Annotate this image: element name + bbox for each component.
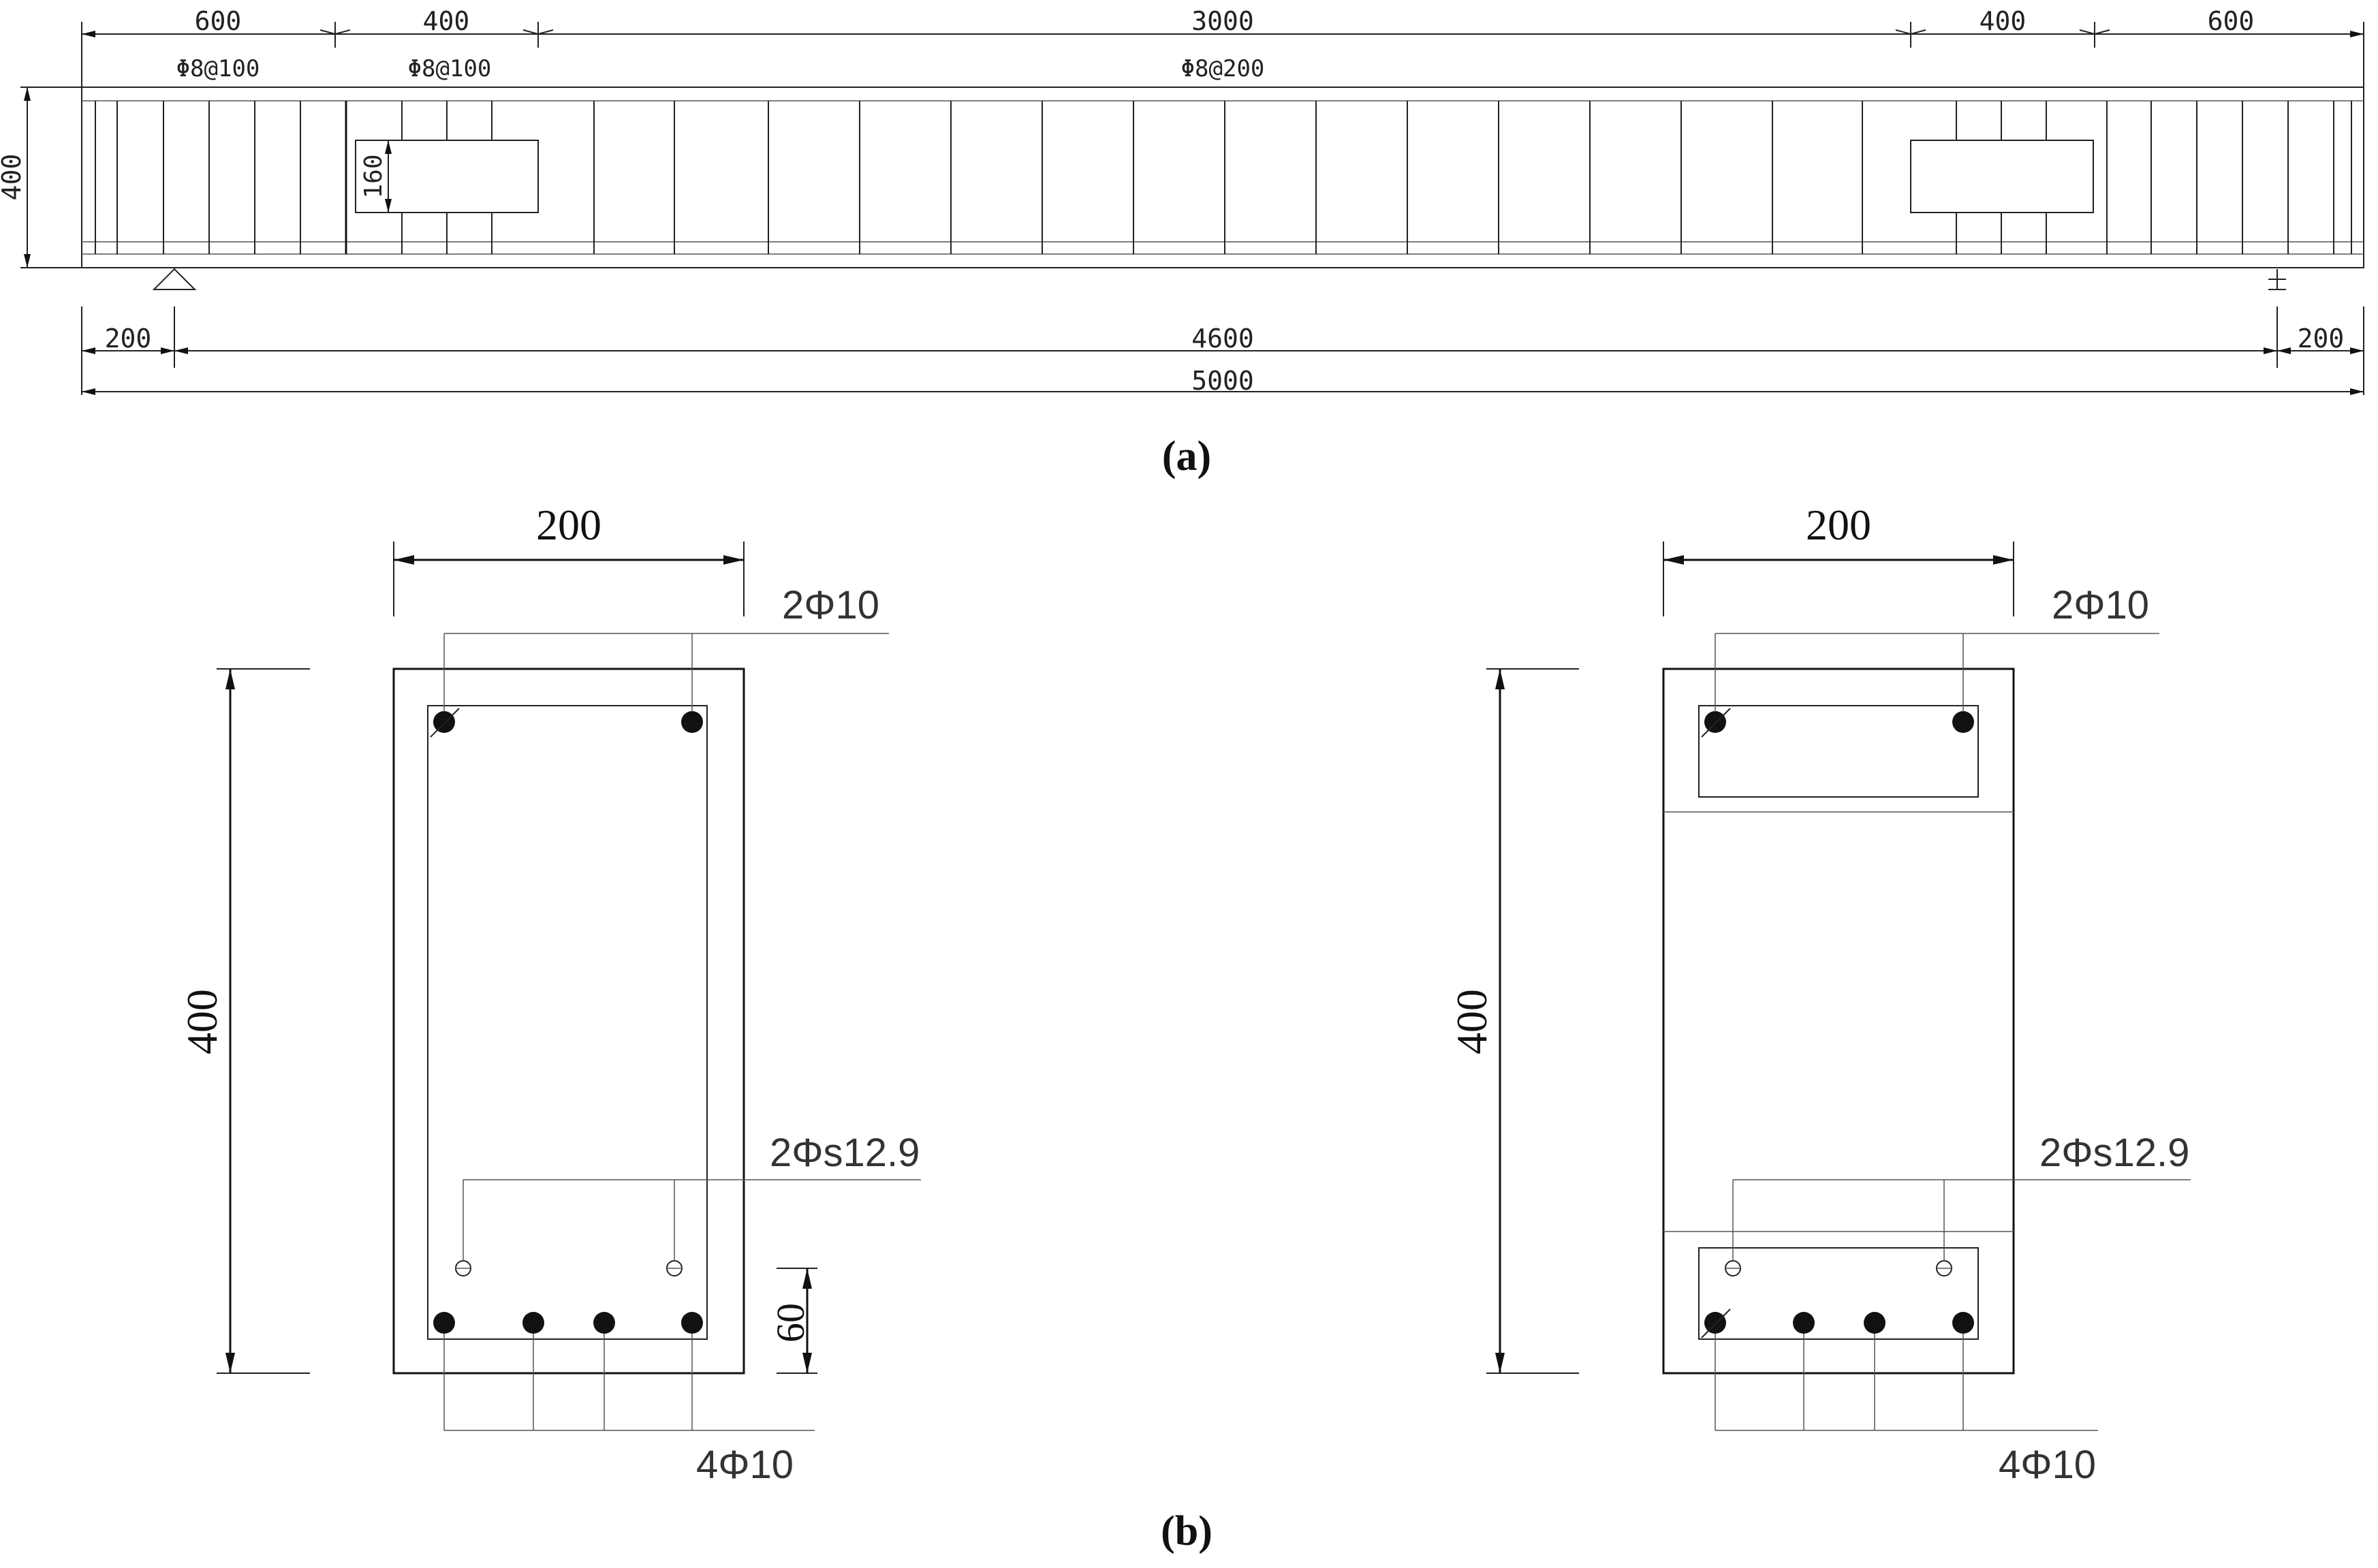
section-right-top-stirrup [1698, 705, 1979, 798]
stirrup-lines [95, 101, 2352, 254]
top-bar-icon [1704, 711, 1726, 733]
bottom-bar-icon [1864, 1312, 1886, 1334]
stirrup-label-2: Φ8@100 [408, 55, 492, 82]
beam-elevation: 600 400 3000 400 600 Φ8@100 Φ8@100 Φ8@20… [0, 6, 2364, 396]
dim-top-1: 600 [195, 6, 242, 36]
bottom-bar-icon [433, 1312, 455, 1334]
section-left-outline [392, 668, 745, 1375]
dim-top-2: 400 [423, 6, 470, 36]
section-left-strands: 2Φs12.9 [770, 1131, 920, 1175]
dim-top-3: 3000 [1191, 6, 1254, 36]
bottom-bar-icon [1952, 1312, 1974, 1334]
section-right-width: 200 [1806, 501, 1871, 549]
dim-total: 5000 [1191, 366, 1254, 396]
dim-bottom-1: 200 [105, 324, 152, 354]
section-right-strands: 2Φs12.9 [2039, 1131, 2189, 1175]
bottom-bar-icon [681, 1312, 703, 1334]
roller-support-icon [2268, 269, 2286, 290]
section-right-bottom-bars: 4Φ10 [1999, 1443, 2096, 1487]
top-dimension-chain [81, 22, 2364, 87]
caption-a: (a) [1162, 433, 1211, 480]
stirrup-label-1: Φ8@100 [176, 55, 260, 82]
top-bar-icon [681, 711, 703, 733]
cross-section-solid: 200 400 2Φ10 2Φs12.9 4Φ10 [178, 501, 921, 1487]
section-left-stirrup [427, 705, 708, 1340]
bottom-bar-icon [1704, 1312, 1726, 1334]
caption-b: (b) [1161, 1508, 1213, 1554]
top-bar-icon [433, 711, 455, 733]
section-left-height: 400 [178, 989, 226, 1054]
section-right-outline [1662, 668, 2015, 1375]
bottom-bar-icon [1793, 1312, 1815, 1334]
bottom-bar-icon [522, 1312, 544, 1334]
dim-beam-height: 400 [0, 154, 27, 201]
cross-section-opening: 200 400 2Φ10 2Φs12.9 4Φ1 [1448, 501, 2191, 1487]
section-right-bottom-stirrup [1698, 1247, 1979, 1340]
dim-bottom-2: 4600 [1191, 324, 1254, 354]
dim-top-5: 600 [2208, 6, 2255, 36]
web-opening-right [1910, 140, 2094, 213]
section-left-top-bars: 2Φ10 [782, 583, 879, 627]
top-bar-icon [1952, 711, 1974, 733]
bottom-bar-icon [593, 1312, 615, 1334]
section-right-top-bars: 2Φ10 [2052, 583, 2149, 627]
pin-support-icon [152, 268, 197, 290]
section-left-cover: 60 [768, 1303, 813, 1343]
stirrup-label-3: Φ8@200 [1181, 55, 1265, 82]
beam-outline [81, 87, 2364, 268]
opening-short-stirrups [401, 101, 2047, 254]
section-left-bottom-bars: 4Φ10 [696, 1443, 794, 1487]
section-left-width: 200 [536, 501, 601, 549]
dim-top-4: 400 [1980, 6, 2027, 36]
section-right-height: 400 [1448, 989, 1496, 1054]
dim-opening-height: 160 [360, 154, 388, 198]
dim-bottom-3: 200 [2298, 324, 2345, 354]
